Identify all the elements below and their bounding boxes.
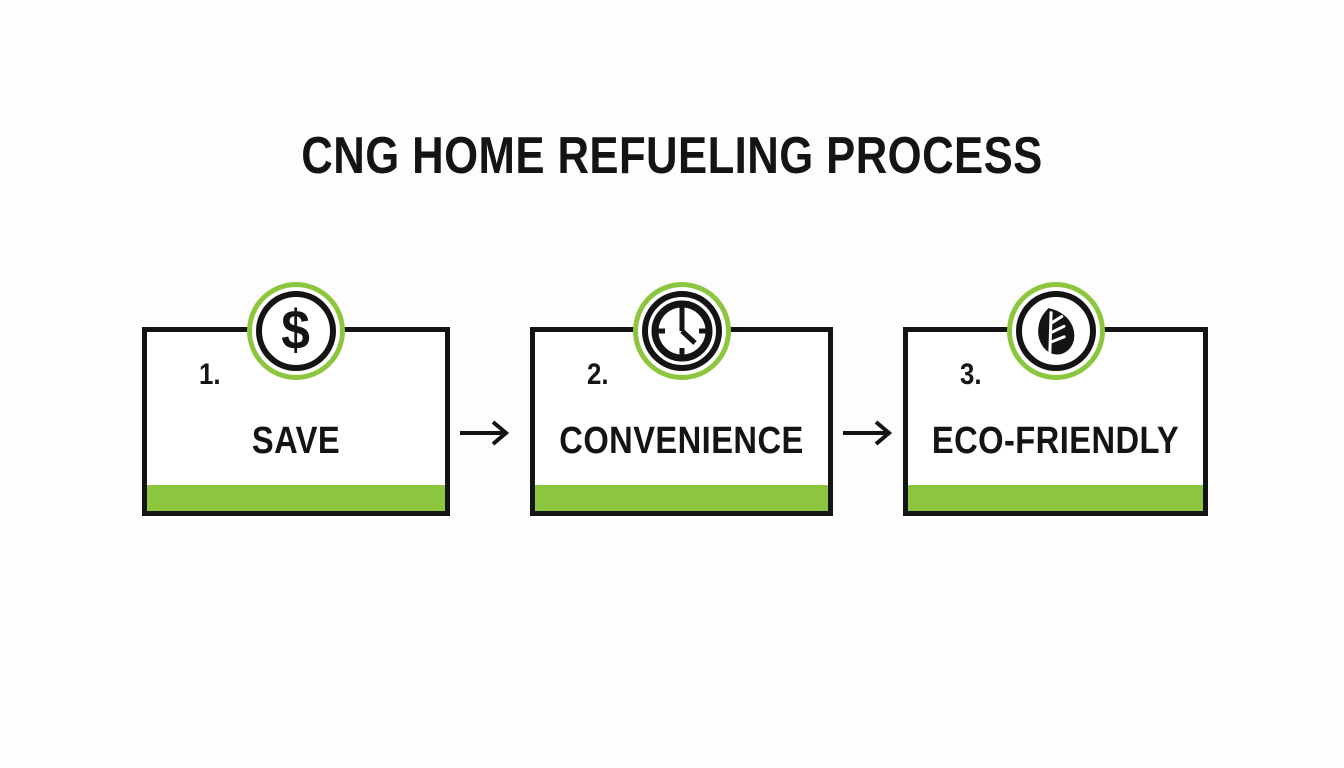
card-top-rule-left (142, 327, 250, 332)
step-label-1: SAVE (251, 420, 341, 462)
card-top-rule-left (530, 327, 636, 332)
clock-icon (641, 291, 722, 371)
card-accent-bar-1 (147, 485, 445, 511)
arrow-right-icon-2 (842, 420, 898, 446)
page-title: CNG HOME REFUELING PROCESS (301, 127, 1043, 185)
card-accent-bar-2 (535, 485, 828, 511)
card-accent-bar-3 (908, 485, 1203, 511)
dollar-sign-glyph: $ (281, 298, 311, 361)
step-number-2: 2. (587, 358, 609, 391)
arrow-right-icon-1 (459, 420, 515, 446)
step-label-2: CONVENIENCE (559, 420, 804, 462)
process-steps-row: $ 1. SAVE (142, 282, 1208, 522)
process-step-card-1[interactable]: $ 1. SAVE (142, 282, 450, 516)
step-label-3: ECO-FRIENDLY (931, 420, 1180, 462)
leaf-icon (1015, 291, 1096, 371)
card-top-rule-right (727, 327, 833, 332)
dollar-sign-icon: $ (256, 291, 336, 371)
card-top-rule-right (342, 327, 450, 332)
card-top-rule-left (903, 327, 1010, 332)
step-icon-medallion-2 (632, 282, 731, 380)
process-step-card-2[interactable]: 2. CONVENIENCE (530, 282, 833, 516)
step-icon-medallion-1: $ (247, 282, 345, 380)
step-number-1: 1. (199, 358, 221, 391)
step-icon-medallion-3 (1006, 282, 1105, 380)
process-step-card-3[interactable]: 3. ECO-FRIENDLY (903, 282, 1208, 516)
step-number-3: 3. (960, 358, 982, 391)
card-top-rule-right (1101, 327, 1208, 332)
